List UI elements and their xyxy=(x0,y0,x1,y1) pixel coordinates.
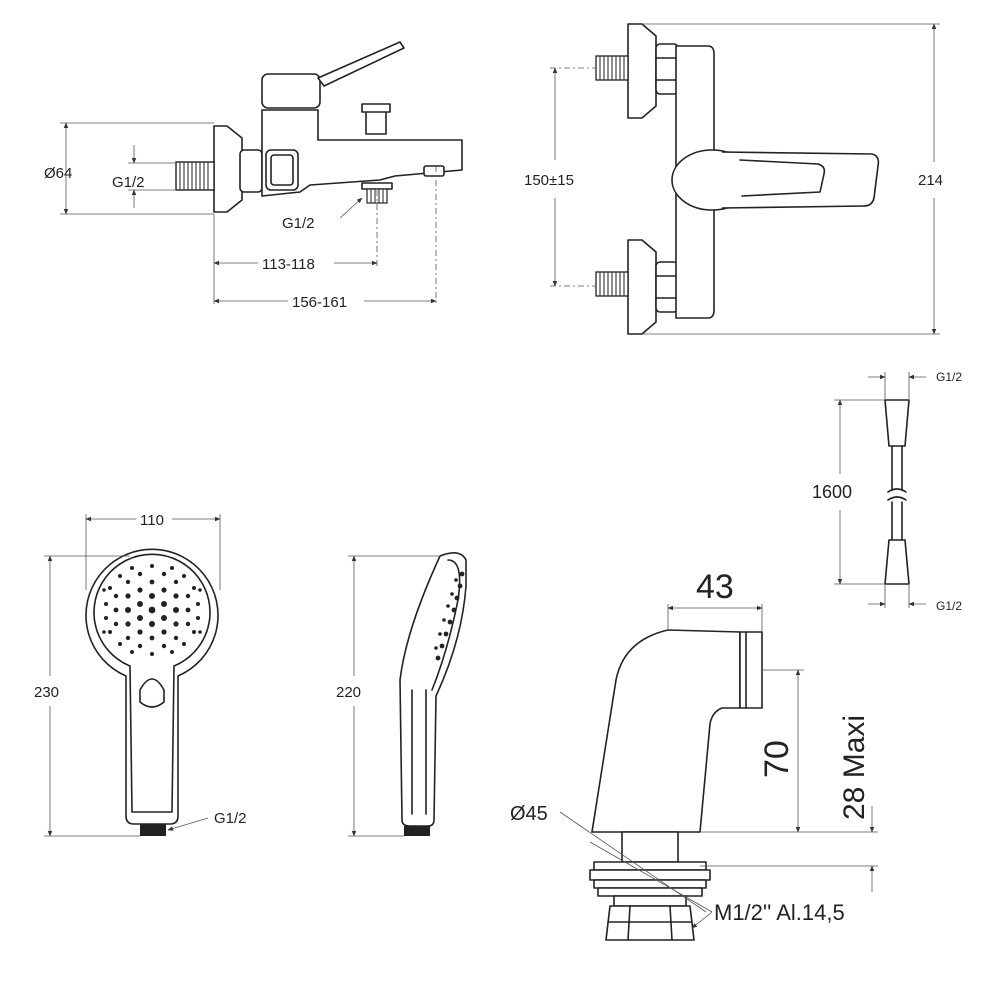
mixer-front-view: 150±15 214 xyxy=(524,23,943,335)
shower-thread-label: G1/2 xyxy=(214,810,247,827)
shower-width-label: 110 xyxy=(140,512,164,529)
mixer-side-view: Ø64 G1/2 G1/2 113-118 156-161 xyxy=(44,41,463,311)
shower-height-label: 230 xyxy=(34,684,59,701)
hose-top-thread-label: G1/2 xyxy=(936,370,962,384)
hand-shower-side-view: 220 xyxy=(336,552,467,837)
hose-bottom-thread-label: G1/2 xyxy=(936,599,962,613)
total-depth-label: 156-161 xyxy=(292,294,347,311)
mixer-diameter-label: Ø64 xyxy=(44,165,72,182)
spray-holes xyxy=(102,564,202,656)
hose-length-label: 1600 xyxy=(812,482,852,502)
spout-depth-label: 113-118 xyxy=(262,256,315,273)
side-nozzles xyxy=(434,571,465,661)
wall-connector: 43 70 28 Maxi Ø45 M1/2'' Al.14,5 xyxy=(510,568,878,941)
mixer-inlet-thread-label: G1/2 xyxy=(112,174,145,191)
inlet-centers-label: 150±15 xyxy=(524,172,574,189)
connector-thread-label: M1/2'' Al.14,5 xyxy=(714,900,845,925)
shower-hose: G1/2 G1/2 1600 xyxy=(812,370,962,613)
connector-thickness-label: 28 Maxi xyxy=(838,715,871,820)
hand-shower-front-view: 110 230 G1/2 xyxy=(34,512,247,837)
connector-height-label: 70 xyxy=(758,740,796,778)
mixer-outlet-thread-label: G1/2 xyxy=(282,215,315,232)
shower-side-height-label: 220 xyxy=(336,684,361,701)
mixer-height-label: 214 xyxy=(918,172,943,189)
inlet-thread-hatching xyxy=(179,162,209,190)
connector-width-label: 43 xyxy=(696,568,734,606)
connector-diameter-label: Ø45 xyxy=(510,803,548,825)
